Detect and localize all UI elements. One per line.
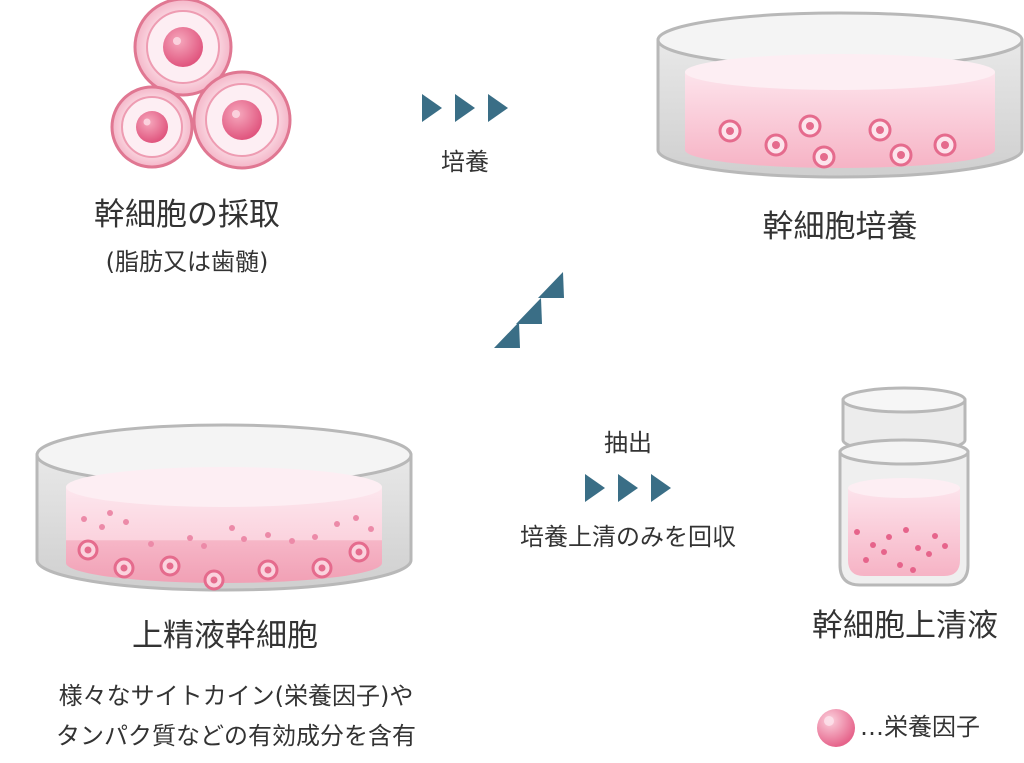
collection-title: 幹細胞の採取 xyxy=(94,197,280,233)
culture-arrow-label: 培養 xyxy=(441,148,489,176)
stem-cell-icon xyxy=(110,85,194,169)
stem-cell-icon xyxy=(192,70,292,170)
culture-dish-icon xyxy=(656,11,1024,179)
culture-title: 幹細胞培養 xyxy=(762,209,918,245)
final-title: 上精液幹細胞 xyxy=(132,618,318,654)
legend-label: …栄養因子 xyxy=(860,713,980,741)
supernatant-title: 幹細胞上清液 xyxy=(812,608,998,644)
final-description-line-2: タンパク質などの有効成分を含有 xyxy=(56,722,416,750)
final-description-line-1: 様々なサイトカイン(栄養因子)や xyxy=(58,682,414,710)
extract-arrow-label: 抽出 xyxy=(604,429,652,457)
nutrient-dots xyxy=(854,527,948,573)
cultured-cell-icon xyxy=(718,114,957,169)
stem-cell-cluster-icon xyxy=(110,0,292,170)
supernatant-jar-icon xyxy=(838,386,970,587)
arrow-culture-icon xyxy=(422,94,508,122)
arrow-diagonal-icon xyxy=(494,272,564,348)
cultured-cell-icon xyxy=(77,539,370,591)
nutrient-dots xyxy=(81,510,374,549)
nutrient-legend-icon xyxy=(817,709,855,747)
supernatant-dish-icon xyxy=(35,423,413,592)
collection-subtitle: (脂肪又は歯髄) xyxy=(105,248,269,276)
arrow-extract-icon xyxy=(585,474,671,502)
extract-arrow-sublabel: 培養上清のみを回収 xyxy=(520,523,736,551)
final-description: 様々なサイトカイン(栄養因子)や タンパク質などの有効成分を含有 xyxy=(0,676,472,756)
stem-cell-icon xyxy=(133,0,233,97)
